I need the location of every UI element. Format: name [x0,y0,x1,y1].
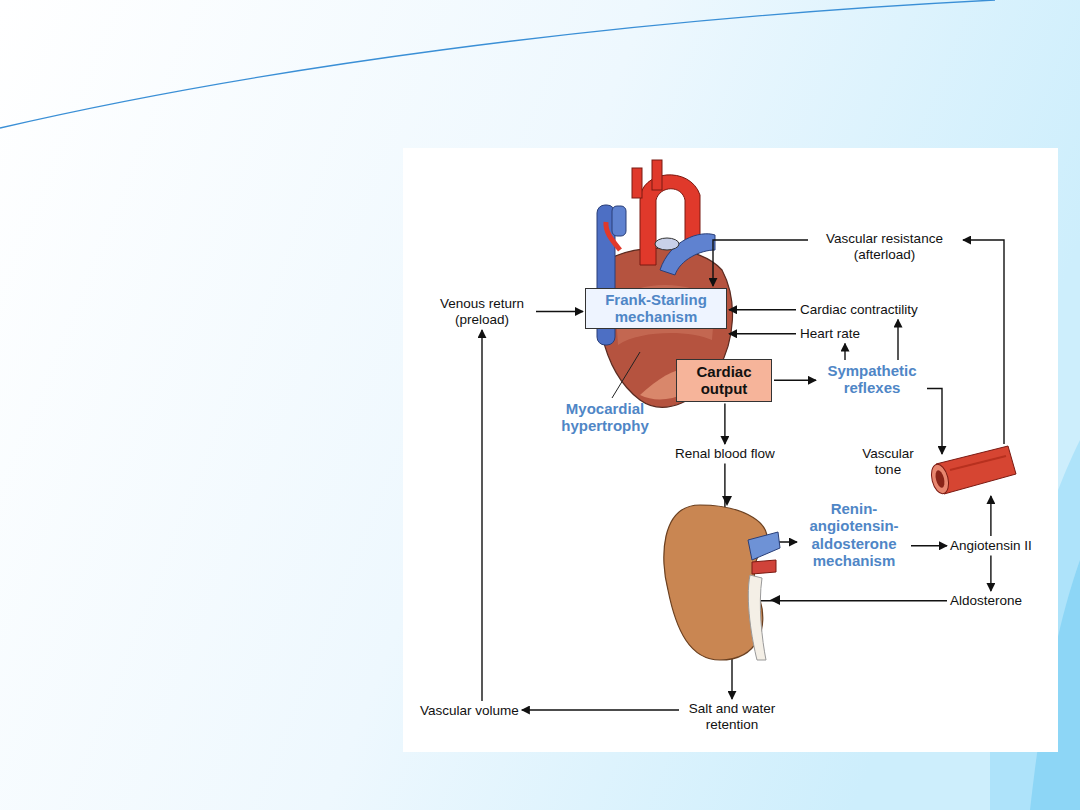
node-text: Cardiac contractility [800,302,918,318]
node-text: Angiotensin II [950,538,1032,554]
flow-arrow [990,556,991,592]
flow-arrow [897,320,898,361]
node-text: Sympathetic reflexes [820,362,924,397]
flow-arrow [963,240,1004,444]
flow-arrow [911,545,947,546]
flow-arrow [729,309,796,310]
mechanism-box: Frank-Starling mechanism [585,288,727,329]
flow-arrow [536,311,583,312]
input-label: Heart rate [800,326,860,342]
node-text: Frank-Starling mechanism [594,291,718,326]
flow-arrow [927,389,942,455]
input-label: Vascular resistance (afterload) [812,231,957,262]
node-text: Salt and water retention [682,701,782,732]
hormone-label: Aldosterone [950,593,1022,609]
mechanism-label: Renin-angiotensin-aldosterone mechanism [800,500,908,569]
node-text: Venous return (preload) [430,296,534,327]
node-text: Vascular resistance (afterload) [812,231,957,262]
node-text: Aldosterone [950,593,1022,609]
node-text: Vascular volume [420,703,519,719]
node-text: Renal blood flow [675,446,775,462]
flow-arrow [774,380,816,381]
mechanism-label: Sympathetic reflexes [820,362,924,397]
input-label: Venous return (preload) [430,296,534,327]
effect-label: Salt and water retention [682,701,782,732]
node-text: Cardiac output [686,363,762,398]
flow-arrow [522,709,679,710]
node-text: Heart rate [800,326,860,342]
vessel-node: Vascular tone [858,440,1018,502]
input-label: Cardiac contractility [800,302,918,318]
node-text: Renin-angiotensin-aldosterone mechanism [800,500,908,569]
hormone-label: Angiotensin II [950,538,1032,554]
flow-arrow [724,404,725,445]
callout-label: Myocardial hypertrophy [553,400,657,435]
flow-arrow [729,333,796,334]
flow-arrow [481,330,482,701]
flow-arrow [990,496,991,536]
output-box: Cardiac output [676,359,772,402]
callout-holder: Myocardial hypertrophy [553,400,657,435]
node-text: Vascular tone [858,446,918,477]
flow-arrow [844,344,845,361]
volume-label: Vascular volume [420,703,519,719]
flow-label: Renal blood flow [675,446,775,462]
flow-arrow [713,240,808,286]
